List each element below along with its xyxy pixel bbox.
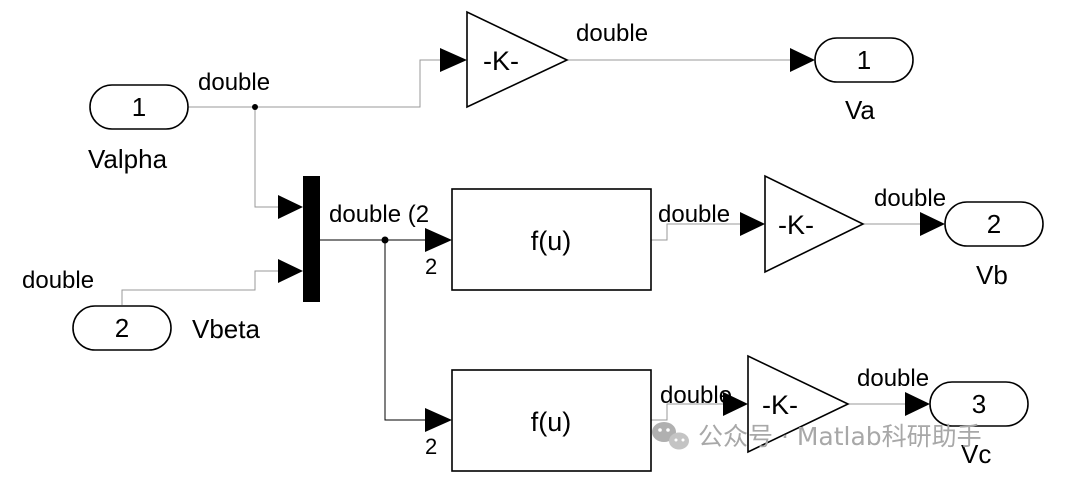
outport-vc-name: Vc: [961, 439, 991, 469]
signal-label-fcn-c-out: double: [660, 382, 732, 409]
wire-valpha-to-mux[interactable]: [254, 107, 278, 208]
outport-va[interactable]: 1: [814, 37, 914, 83]
gain-b-label: -K-: [778, 210, 814, 240]
outport-vc[interactable]: 3: [929, 381, 1029, 427]
wire-vbeta-to-mux[interactable]: [121, 270, 278, 305]
arrow-mux-in-1: [278, 195, 303, 219]
gain-c-label: -K-: [762, 390, 798, 420]
watermark-text: 公众号 · Matlab科研助手: [698, 422, 982, 451]
arrow-gain-b-in: [740, 212, 765, 236]
inport-valpha[interactable]: 1: [89, 84, 189, 130]
fcn-block-b[interactable]: f(u): [451, 188, 652, 291]
branch-point-valpha: [252, 104, 258, 110]
arrow-mux-in-2: [278, 259, 303, 283]
outport-vb[interactable]: 2: [944, 201, 1044, 247]
mux-block[interactable]: [303, 176, 320, 302]
wire-fcn-b-to-gain-b[interactable]: [651, 223, 740, 241]
signal-label-gain-b-out: double: [874, 185, 946, 212]
signal-label-gain-c-out: double: [857, 365, 929, 392]
arrow-va-in: [790, 48, 815, 72]
inport-valpha-name: Valpha: [88, 144, 168, 174]
fcn-c-label: f(u): [531, 407, 572, 437]
outport-vc-number: 3: [972, 389, 986, 419]
fcn-b-label: f(u): [531, 226, 572, 256]
outport-vb-name: Vb: [976, 260, 1008, 290]
arrow-fcn-b-in: [425, 228, 452, 252]
gain-a-label: -K-: [483, 46, 519, 76]
fcn-block-c[interactable]: f(u): [451, 369, 652, 472]
outport-va-name: Va: [845, 95, 875, 125]
wechat-icon: [652, 422, 689, 450]
signal-label-valpha: double: [198, 69, 270, 96]
fcn-c-port-label: 2: [425, 434, 437, 459]
fcn-b-port-label: 2: [425, 254, 437, 279]
arrow-gain-a-in: [440, 48, 467, 72]
branch-point-mux: [381, 236, 389, 244]
inport-valpha-number: 1: [132, 92, 146, 122]
outport-va-number: 1: [857, 45, 871, 75]
wire-fcn-c-to-gain-c[interactable]: [651, 403, 723, 421]
wire-mux-to-fcn-c[interactable]: [384, 240, 425, 421]
signal-label-vbeta: double: [22, 267, 94, 294]
arrow-fcn-c-in: [425, 408, 452, 432]
gain-block-b[interactable]: -K-: [764, 174, 865, 274]
gain-block-c[interactable]: -K-: [747, 354, 850, 454]
gain-block-a[interactable]: -K-: [466, 10, 569, 109]
signal-label-fcn-b-out: double: [658, 201, 730, 228]
signal-label-gain-a-out: double: [576, 20, 648, 47]
inport-vbeta[interactable]: 2: [72, 305, 172, 351]
inport-vbeta-name: Vbeta: [192, 314, 260, 344]
inport-vbeta-number: 2: [115, 313, 129, 343]
signal-label-mux-out: double (2: [329, 201, 429, 228]
arrow-vc-in: [905, 392, 930, 416]
arrow-gain-c-in: [723, 392, 748, 416]
arrow-vb-in: [920, 212, 945, 236]
watermark: 公众号 · Matlab科研助手: [652, 422, 982, 451]
wire-valpha-to-gain-a[interactable]: [188, 59, 440, 108]
outport-vb-number: 2: [987, 209, 1001, 239]
